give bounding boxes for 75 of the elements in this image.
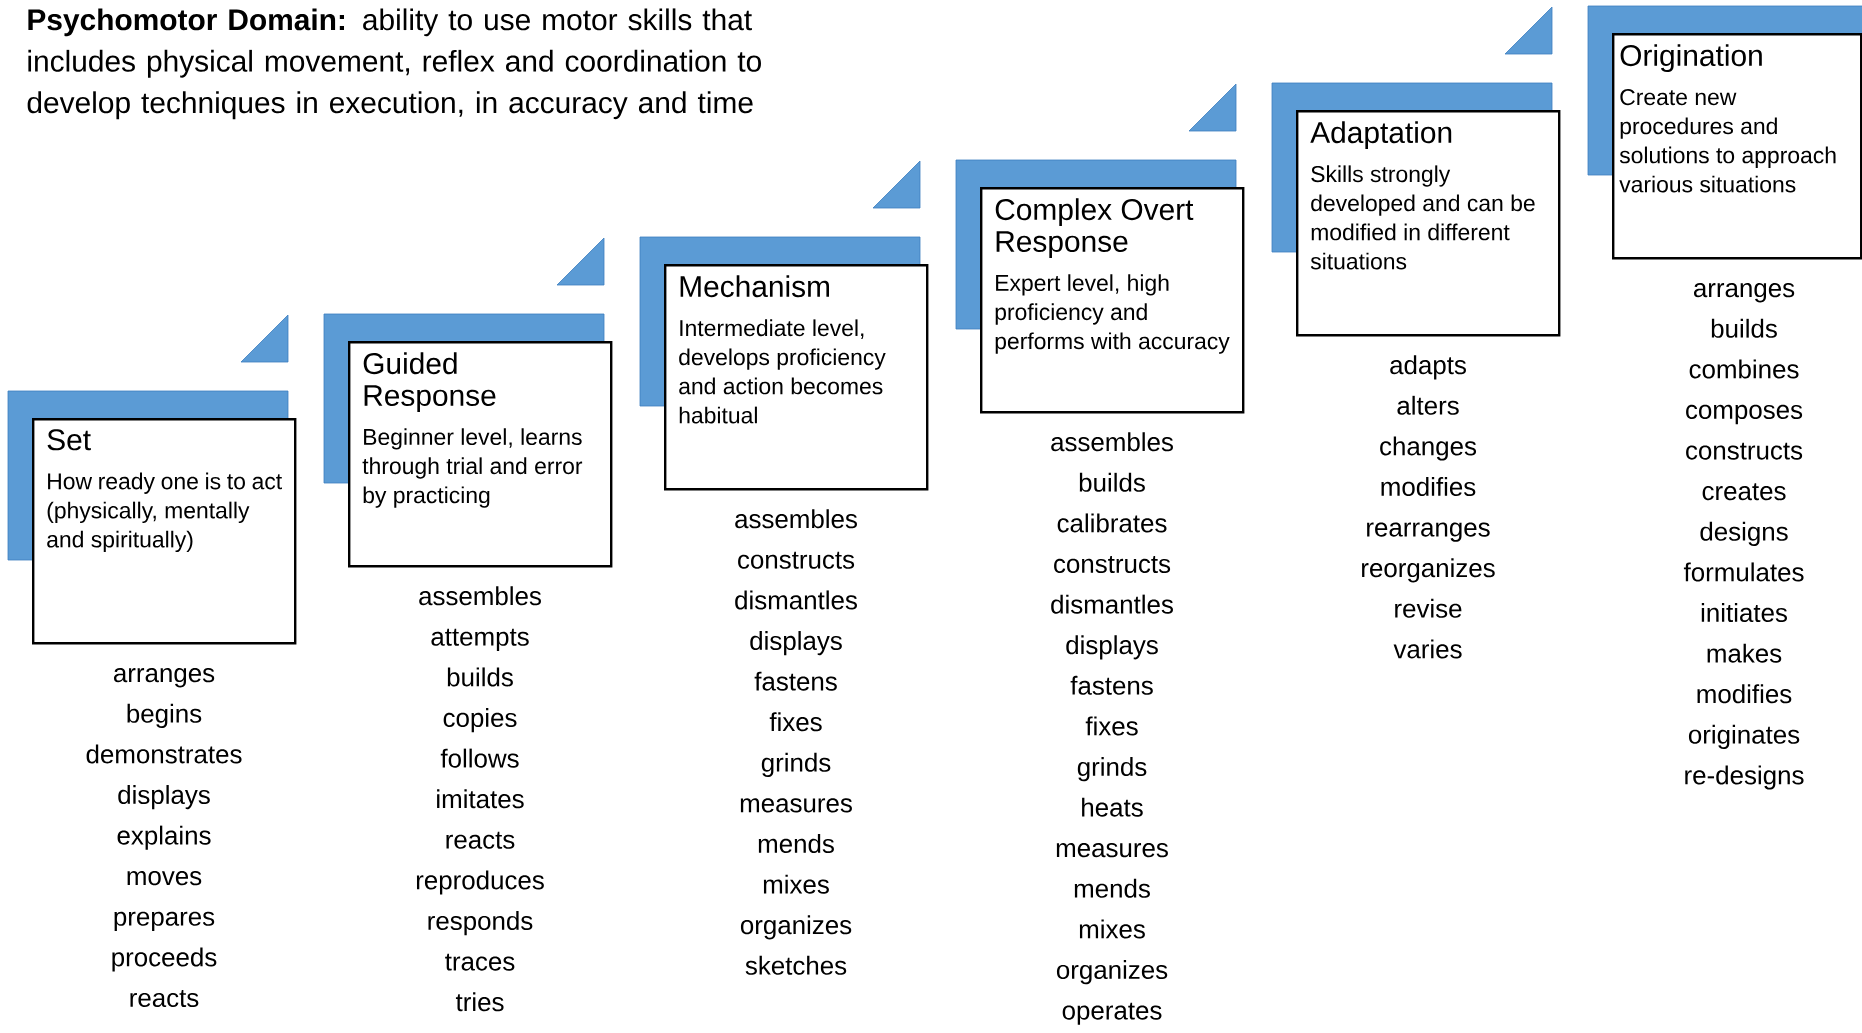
verb-label: follows — [440, 748, 519, 768]
verb-label: modifies — [1381, 477, 1476, 497]
verb-label: reproduces — [416, 870, 544, 895]
verb-label: displays — [750, 631, 842, 656]
verb-label: fixes — [1085, 716, 1138, 736]
verb-label: assembles — [1051, 432, 1173, 452]
verb-label: assembles — [419, 586, 541, 606]
verb-label: arranges — [114, 668, 215, 688]
verb-label: composes — [1686, 404, 1803, 425]
verb-label: revise — [1395, 598, 1462, 618]
verb-label: mends — [1074, 878, 1150, 898]
verb-label: fastens — [754, 671, 837, 691]
verb-label: re-designs — [1685, 765, 1804, 790]
verb-label: displays — [118, 785, 210, 810]
step-box: Complex Overt Response Expert level, high proficiency and performs with accuracy — [980, 187, 1245, 414]
verb-label: grinds — [761, 752, 831, 777]
verb-label: modifies — [1697, 684, 1792, 704]
verb-label: combines — [1689, 359, 1799, 379]
verb-label: copies — [443, 708, 517, 733]
verb-label: tries — [455, 992, 504, 1012]
verb-label: varies — [1393, 639, 1462, 659]
verb-label: operates — [1062, 1002, 1162, 1025]
verb-label: constructs — [1686, 442, 1803, 460]
verb-label: formulates — [1683, 562, 1804, 582]
verb-label: begins — [127, 703, 202, 728]
verb-label: alters — [1397, 395, 1459, 415]
verb-label: fixes — [769, 712, 822, 732]
verb-label: moves — [127, 871, 202, 886]
verb-label: demonstrates — [86, 744, 242, 764]
verb-label: arranges — [1694, 283, 1795, 303]
verb-label: reacts — [130, 990, 199, 1008]
verb-label: sketches — [745, 955, 847, 975]
verb-label: originates — [1688, 724, 1800, 749]
verb-label: changes — [1380, 436, 1477, 461]
verb-label: proceeds — [112, 947, 217, 972]
verb-label: heats — [1082, 797, 1143, 817]
verb-label: attempts — [431, 628, 529, 651]
verb-label: builds — [1079, 472, 1145, 492]
verb-label: mends — [758, 834, 834, 854]
verb-label: measures — [740, 798, 852, 813]
verb-label: builds — [1711, 318, 1777, 338]
verb-label: assembles — [735, 509, 857, 529]
verb-label: calibrates — [1057, 513, 1167, 533]
verb-label: explains — [117, 825, 211, 850]
verb-label: initiates — [1701, 603, 1787, 623]
verb-label: mixes — [763, 874, 829, 894]
verb-label: reorganizes — [1362, 558, 1495, 583]
verb-label: fastens — [1070, 675, 1153, 695]
step-box: Guided Response Beginner level, learns through trial and error by practicing — [348, 341, 613, 568]
verb-label: prepares — [114, 911, 215, 931]
step-box: Mechanism Intermediate level, develops proficiency and action becomes habitual — [664, 264, 929, 491]
verb-label: traces — [445, 953, 515, 971]
verb-label: dismantles — [735, 590, 857, 610]
step-box: Set How ready one is to act (physically, mentally and spiritually) — [32, 418, 297, 645]
verb-label: makes — [1707, 643, 1782, 663]
verb-label: grinds — [1077, 757, 1147, 782]
verb-label: reacts — [446, 831, 515, 849]
verb-label: dismantles — [1051, 594, 1173, 614]
verb-label: mixes — [1079, 919, 1145, 939]
verb-label: builds — [447, 667, 513, 687]
verb-label: responds — [428, 911, 533, 936]
verb-label: organizes — [1056, 960, 1168, 985]
verb-label: imitates — [437, 789, 524, 809]
verb-label: designs — [1700, 521, 1788, 546]
verb-label: organizes — [740, 915, 852, 940]
verb-label: adapts — [1390, 355, 1466, 380]
verb-label: constructs — [1054, 556, 1171, 574]
title-text: Psychomotor Domain: ability to use motor skills that includes physical movement, reflex and coordination to develop techniques in execution, in accuracy and time — [27, 8, 761, 120]
verb-label: measures — [1056, 843, 1168, 858]
verb-label: constructs — [738, 551, 855, 569]
step-box: Origination Create new procedures and solutions to approach various situations — [1612, 33, 1862, 260]
verb-label: creates — [1702, 483, 1786, 501]
verb-label: displays — [1066, 635, 1158, 660]
verb-label: rearranges — [1367, 522, 1490, 542]
step-box: Adaptation Skills strongly developed and can be modified in different situations — [1296, 110, 1561, 337]
